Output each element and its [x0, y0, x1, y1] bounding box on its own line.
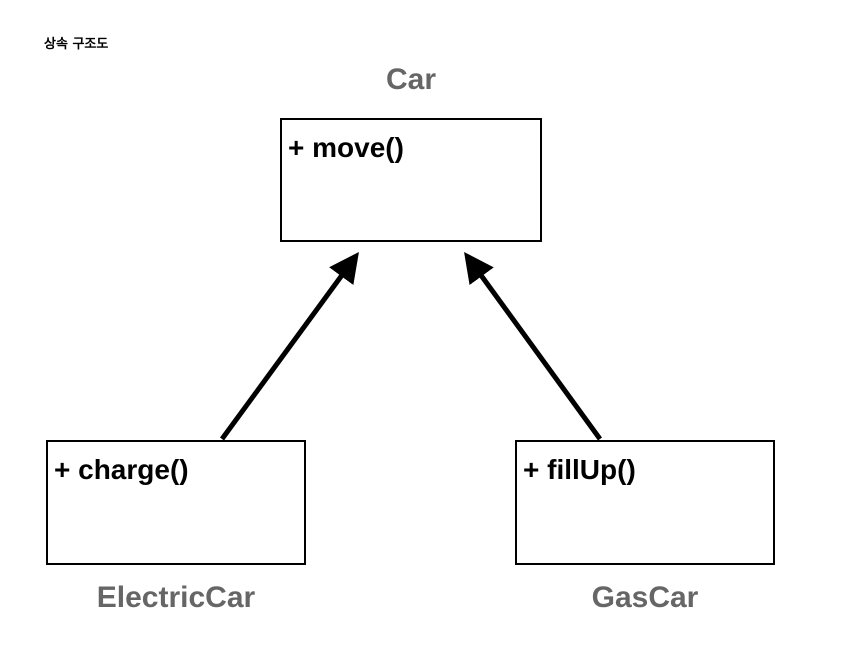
gas-car-class-name: GasCar — [591, 581, 699, 614]
gas-car-to-car-arrow — [464, 251, 603, 441]
electric-car-method: + charge() — [54, 454, 189, 485]
electric-car-to-car-arrow — [219, 251, 359, 441]
diagram-heading: 상속 구조도 — [44, 37, 109, 52]
electric-car-class-name: ElectricCar — [96, 581, 256, 614]
car-method: + move() — [288, 132, 404, 163]
gas-car-class-box: + fillUp() — [515, 440, 775, 565]
car-class-name: Car — [385, 63, 437, 96]
electric-car-class-box: + charge() — [46, 440, 306, 565]
car-class-box: + move() — [280, 118, 542, 242]
gas-car-method: + fillUp() — [523, 454, 636, 485]
